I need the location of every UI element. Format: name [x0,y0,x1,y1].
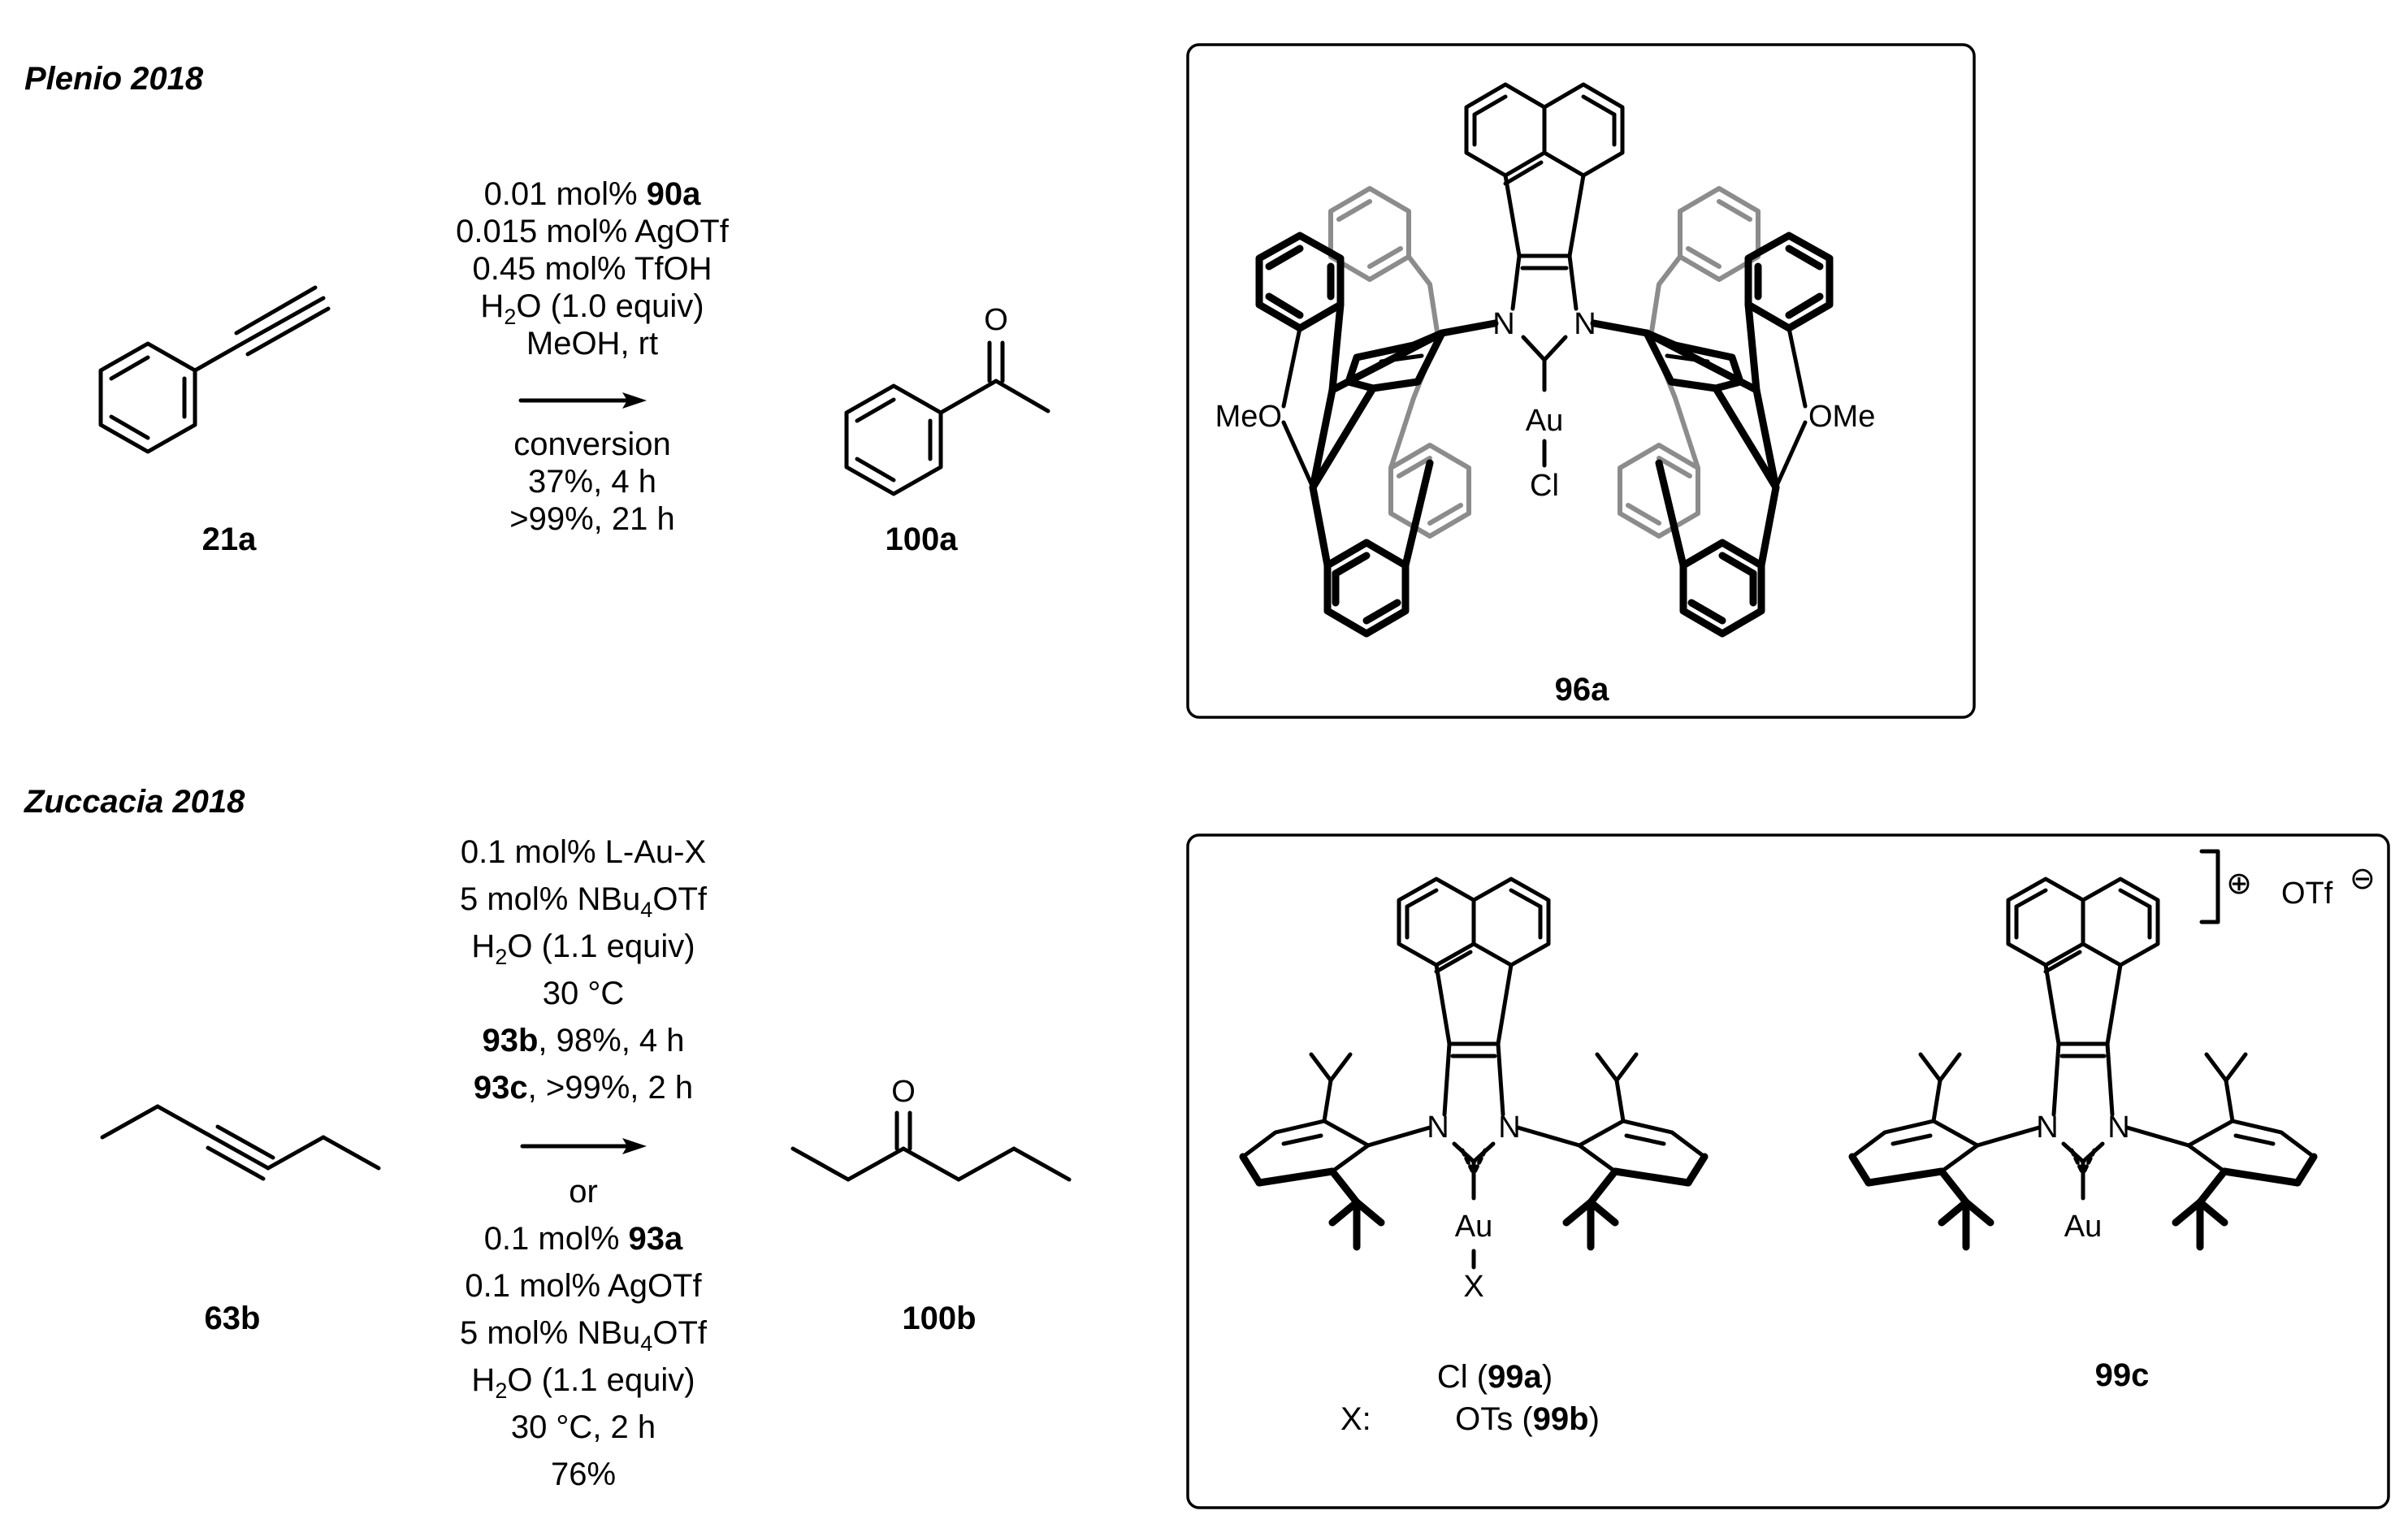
atom-o-100b: O [891,1075,916,1109]
atom-o-100a: O [984,303,1008,337]
atom-au-99ab: Au [1455,1210,1492,1244]
structure-99ab [1239,877,1709,1270]
label-99c: 99c [2095,1357,2150,1393]
bot-cond-nbu4otf: 5 mol% NBu4OTf [460,881,708,922]
bot-cond-water: H2O (1.1 equiv) [471,928,695,969]
structure-100a [844,340,1050,496]
top-cond-water: H2O (1.0 equiv) [480,288,704,329]
bot-cond-93c: 93c, >99%, 2 h [474,1070,693,1106]
atom-au-96a: Au [1526,404,1563,438]
atom-au-99c: Au [2064,1210,2102,1244]
arrow-head-icon [622,392,647,409]
atom-x-99ab: X [1463,1270,1483,1304]
label-96a: 96a [1555,672,1609,708]
top-cond-catalyst: 0.01 mol% 90a [484,176,702,212]
bottom-conditions: 0.1 mol% L-Au-X 5 mol% NBu4OTf H2O (1.1 … [460,834,708,1492]
legend-x-prefix: X: [1340,1401,1371,1437]
arrow-head-icon [622,1138,647,1154]
title-plenio: Plenio 2018 [24,61,204,97]
bot-cond-93a: 0.1 mol% 93a [484,1221,683,1257]
atom-n-right-96a: N [1574,307,1596,341]
atom-n-right-99c: N [2107,1110,2129,1145]
bot-cond-catalyst: 0.1 mol% L-Au-X [461,834,706,870]
top-cond-conv-21h: >99%, 21 h [509,501,675,537]
top-cond-conversion: conversion [513,426,670,462]
charge-plus-icon: ⊕ [2226,867,2252,901]
atom-ome-96a: OMe [1808,400,1875,434]
structure-99c [1848,849,2318,1251]
catalyst-96a-frame [1186,43,1976,719]
top-cond-agotf: 0.015 mol% AgOTf [456,214,730,249]
bot-cond-temp: 30 °C [543,976,625,1011]
label-63b: 63b [205,1301,261,1336]
top-cond-solvent: MeOH, rt [526,326,658,361]
atom-n-right-99ab: N [1498,1110,1520,1145]
bot-cond-time: 30 °C, 2 h [511,1409,656,1445]
bot-cond-93b: 93b, 98%, 4 h [482,1023,684,1058]
legend-99a: Cl (99a) [1437,1359,1553,1395]
structure-100b [790,1110,1072,1182]
bot-cond-water-2: H2O (1.1 equiv) [471,1362,695,1403]
atom-n-left-96a: N [1492,307,1514,341]
top-conditions: 0.01 mol% 90a 0.015 mol% AgOTf 0.45 mol%… [456,176,730,537]
atom-n-left-99c: N [2036,1110,2058,1145]
structure-96a [1255,82,1834,638]
atom-meo-96a: MeO [1215,400,1282,434]
structure-21a [98,285,331,454]
catalyst-99-frame [1186,833,2390,1509]
top-cond-tfoh: 0.45 mol% TfOH [473,251,712,287]
top-cond-conv-4h: 37%, 4 h [528,464,656,500]
title-zuccacia: Zuccacia 2018 [24,784,245,820]
structure-63b [100,1104,381,1181]
bot-cond-yield: 76% [551,1457,616,1492]
label-100b: 100b [902,1301,976,1336]
label-100a: 100a [886,522,959,557]
bot-cond-agotf: 0.1 mol% AgOTf [465,1268,702,1304]
legend-99b: OTs (99b) [1455,1401,1600,1437]
atom-cl-96a: Cl [1530,469,1559,503]
bot-cond-nbu4otf-2: 5 mol% NBu4OTf [460,1315,708,1356]
atom-n-left-99ab: N [1427,1110,1449,1145]
bot-cond-or: or [569,1174,598,1210]
charge-minus-icon: ⊖ [2350,862,2376,896]
counterion-otf: OTf [2281,877,2333,911]
label-21a: 21a [202,522,257,557]
